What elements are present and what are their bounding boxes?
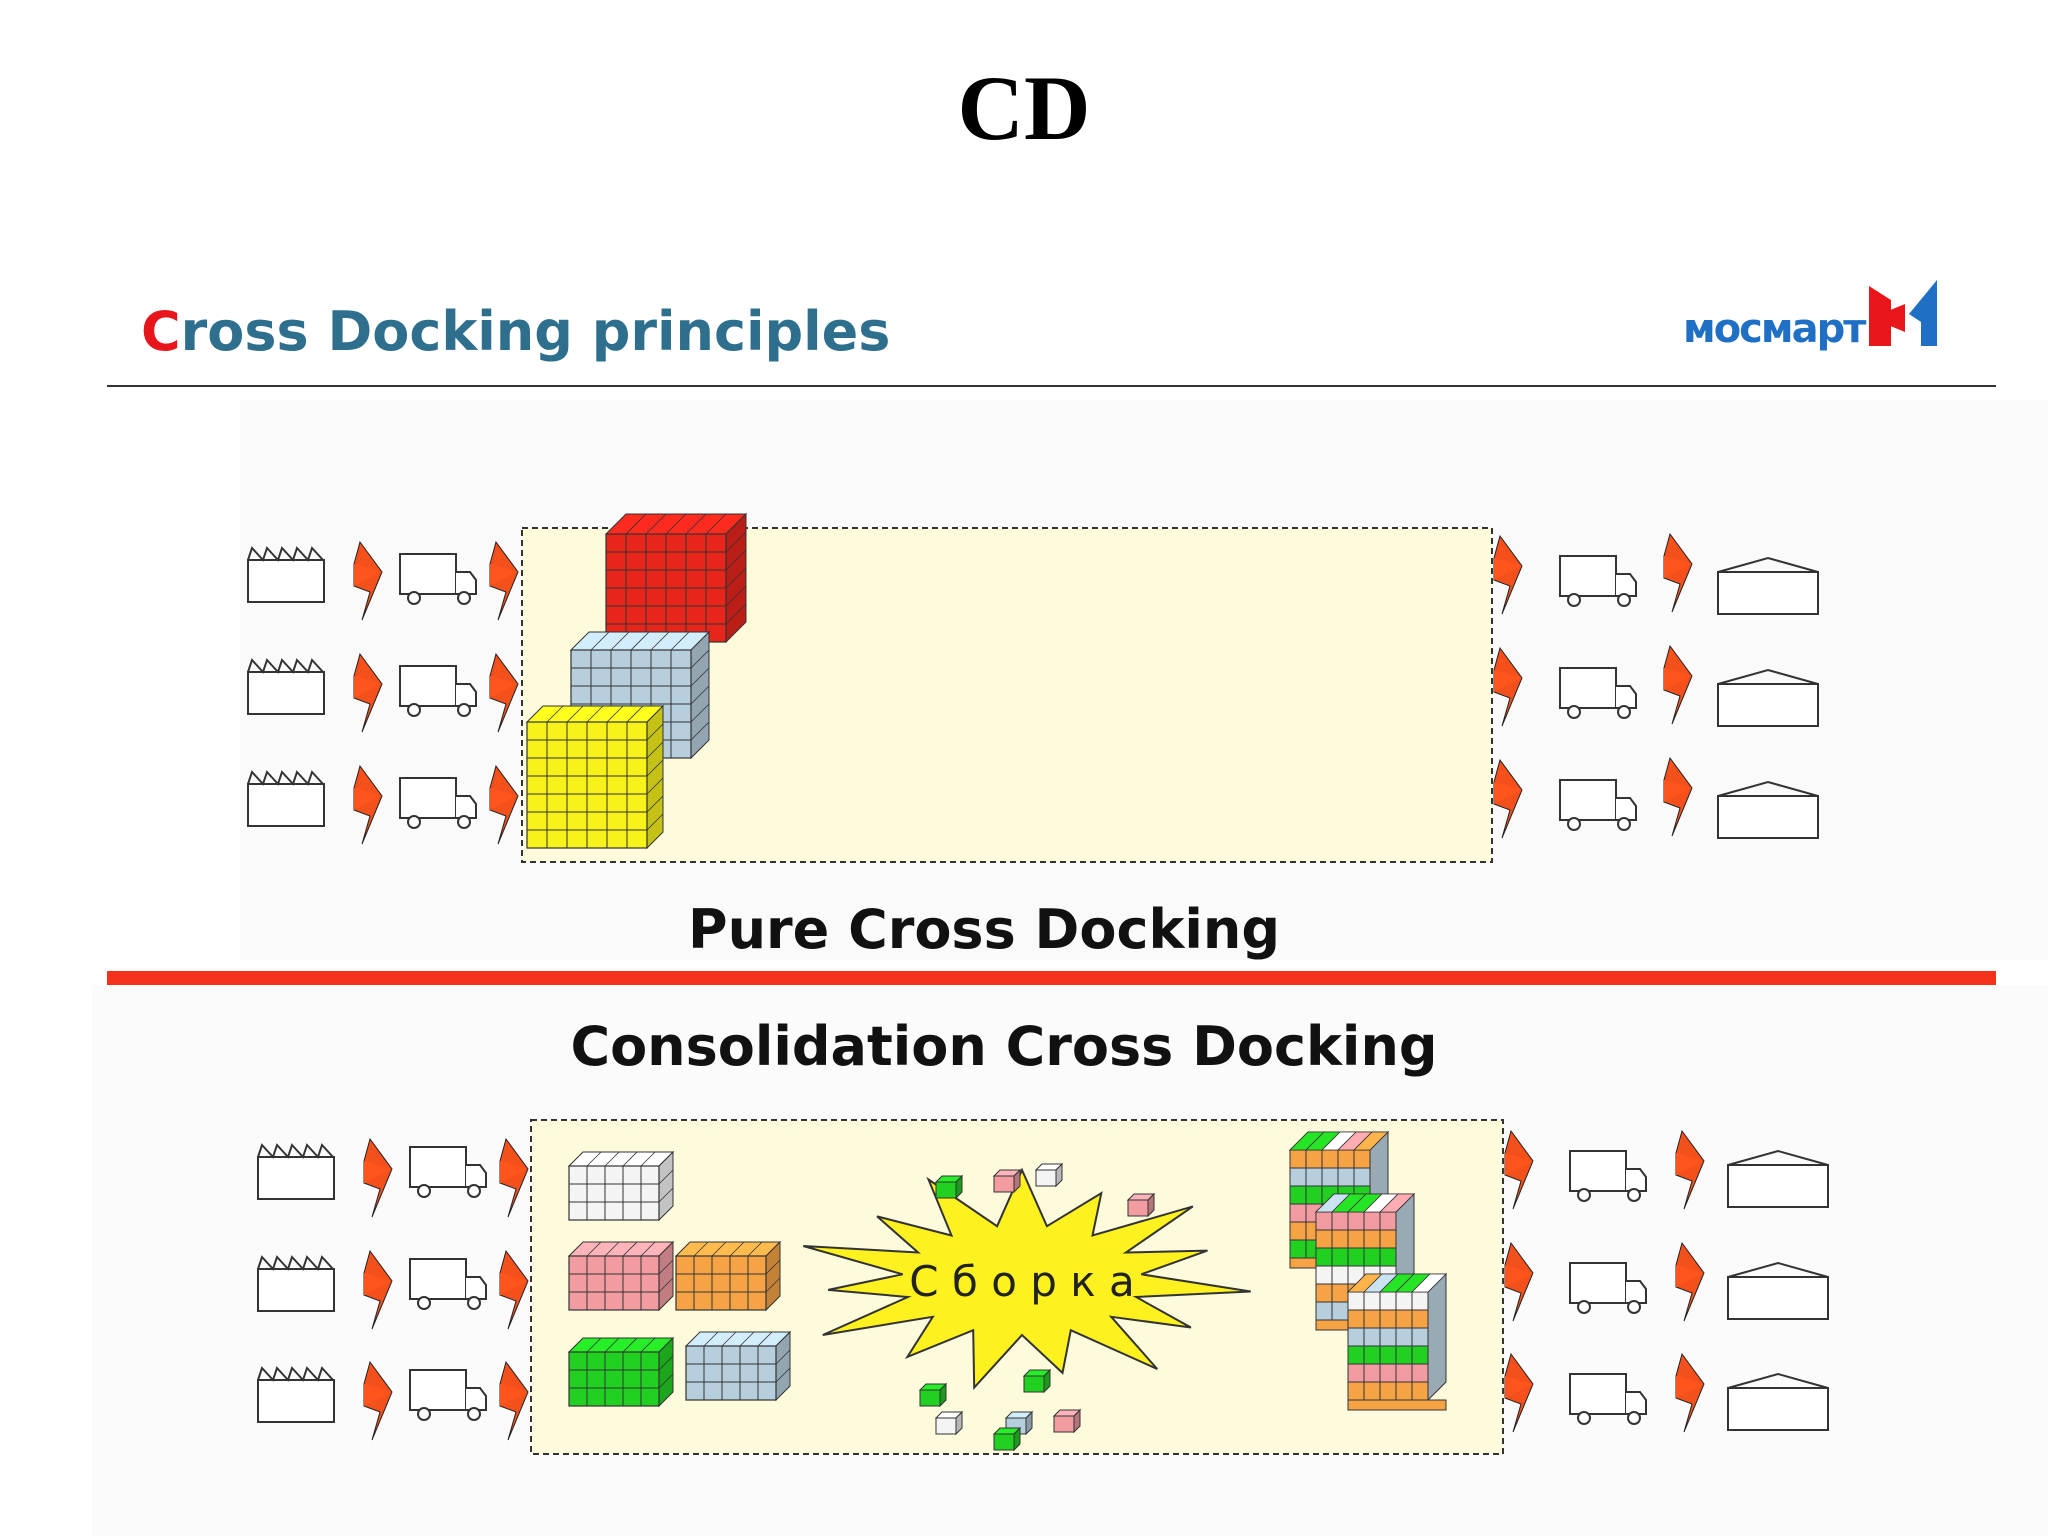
arrow-icon — [1493, 646, 1523, 727]
arrow-icon — [353, 764, 383, 845]
arrow-icon — [489, 764, 519, 845]
arrow-icon — [353, 652, 383, 733]
arrow-icon — [1493, 534, 1523, 615]
truck-icon — [399, 553, 477, 605]
truck-icon — [1569, 1262, 1647, 1314]
factory-icon — [247, 658, 325, 715]
truck-icon — [409, 1258, 487, 1310]
yellow-pallet-stack-icon — [525, 704, 665, 850]
arrow-icon — [1504, 1352, 1534, 1433]
slide-header-initial: C — [141, 300, 181, 363]
page-title: CD — [957, 57, 1091, 159]
truck-icon — [399, 665, 477, 717]
truck-icon — [409, 1146, 487, 1198]
burst-label: С б о р к а — [909, 1257, 1134, 1306]
arrow-icon — [1504, 1129, 1534, 1210]
warehouse-icon — [1727, 1149, 1829, 1208]
truck-icon — [1559, 779, 1637, 831]
green-pallet-icon — [567, 1336, 675, 1408]
factory-icon — [247, 770, 325, 827]
arrow-icon — [499, 1137, 529, 1218]
arrow-icon — [1675, 1241, 1705, 1322]
arrow-icon — [1675, 1129, 1705, 1210]
truck-icon — [1569, 1150, 1647, 1202]
header-divider — [107, 385, 1996, 387]
arrow-icon — [1504, 1241, 1534, 1322]
arrow-icon — [1493, 758, 1523, 839]
warehouse-icon — [1717, 668, 1819, 727]
warehouse-icon — [1717, 780, 1819, 839]
arrow-icon — [1663, 532, 1693, 613]
small-box-icon — [1034, 1162, 1064, 1188]
small-box-icon — [1052, 1408, 1082, 1434]
pink-pallet-icon — [567, 1240, 675, 1312]
arrow-icon — [499, 1249, 529, 1330]
arrow-icon — [499, 1360, 529, 1441]
small-box-icon — [1126, 1192, 1156, 1218]
pure-cross-docking-label: Pure Cross Docking — [688, 898, 1280, 961]
warehouse-icon — [1727, 1261, 1829, 1320]
red-pallet-stack-icon — [604, 512, 748, 644]
arrow-icon — [353, 540, 383, 621]
arrow-icon — [1663, 756, 1693, 837]
small-box-icon — [918, 1382, 948, 1408]
arrow-icon — [1675, 1352, 1705, 1433]
logo-text: мосмарт — [1683, 306, 1866, 352]
arrow-icon — [363, 1249, 393, 1330]
burst-icon: С б о р к а — [803, 1167, 1251, 1391]
small-box-icon — [934, 1174, 964, 1200]
mixed-pallet-icon — [1346, 1272, 1448, 1411]
small-box-icon — [992, 1426, 1022, 1452]
arrow-icon — [363, 1360, 393, 1441]
slide-header: Cross Docking principles — [141, 300, 890, 363]
warehouse-icon — [1717, 556, 1819, 615]
warehouse-icon — [1727, 1372, 1829, 1431]
logo-mark-icon — [1869, 280, 1937, 346]
factory-icon — [257, 1143, 335, 1200]
arrow-icon — [363, 1137, 393, 1218]
factory-icon — [257, 1366, 335, 1423]
small-box-icon — [934, 1410, 964, 1436]
slide-header-rest: ross Docking principles — [180, 300, 891, 363]
arrow-icon — [1663, 644, 1693, 725]
small-box-icon — [992, 1168, 1022, 1194]
truck-icon — [409, 1369, 487, 1421]
truck-icon — [1559, 667, 1637, 719]
consolidation-cross-docking-label: Consolidation Cross Docking — [570, 1015, 1438, 1078]
factory-icon — [257, 1255, 335, 1312]
factory-icon — [247, 546, 325, 603]
truck-icon — [1569, 1373, 1647, 1425]
white-pallet-icon — [567, 1150, 675, 1222]
truck-icon — [1559, 555, 1637, 607]
small-box-icon — [1022, 1368, 1052, 1394]
orange-pallet-icon — [674, 1240, 782, 1312]
truck-icon — [399, 777, 477, 829]
bluegrey-pallet-icon — [684, 1330, 792, 1402]
arrow-icon — [489, 652, 519, 733]
arrow-icon — [489, 540, 519, 621]
section-divider — [107, 971, 1996, 985]
